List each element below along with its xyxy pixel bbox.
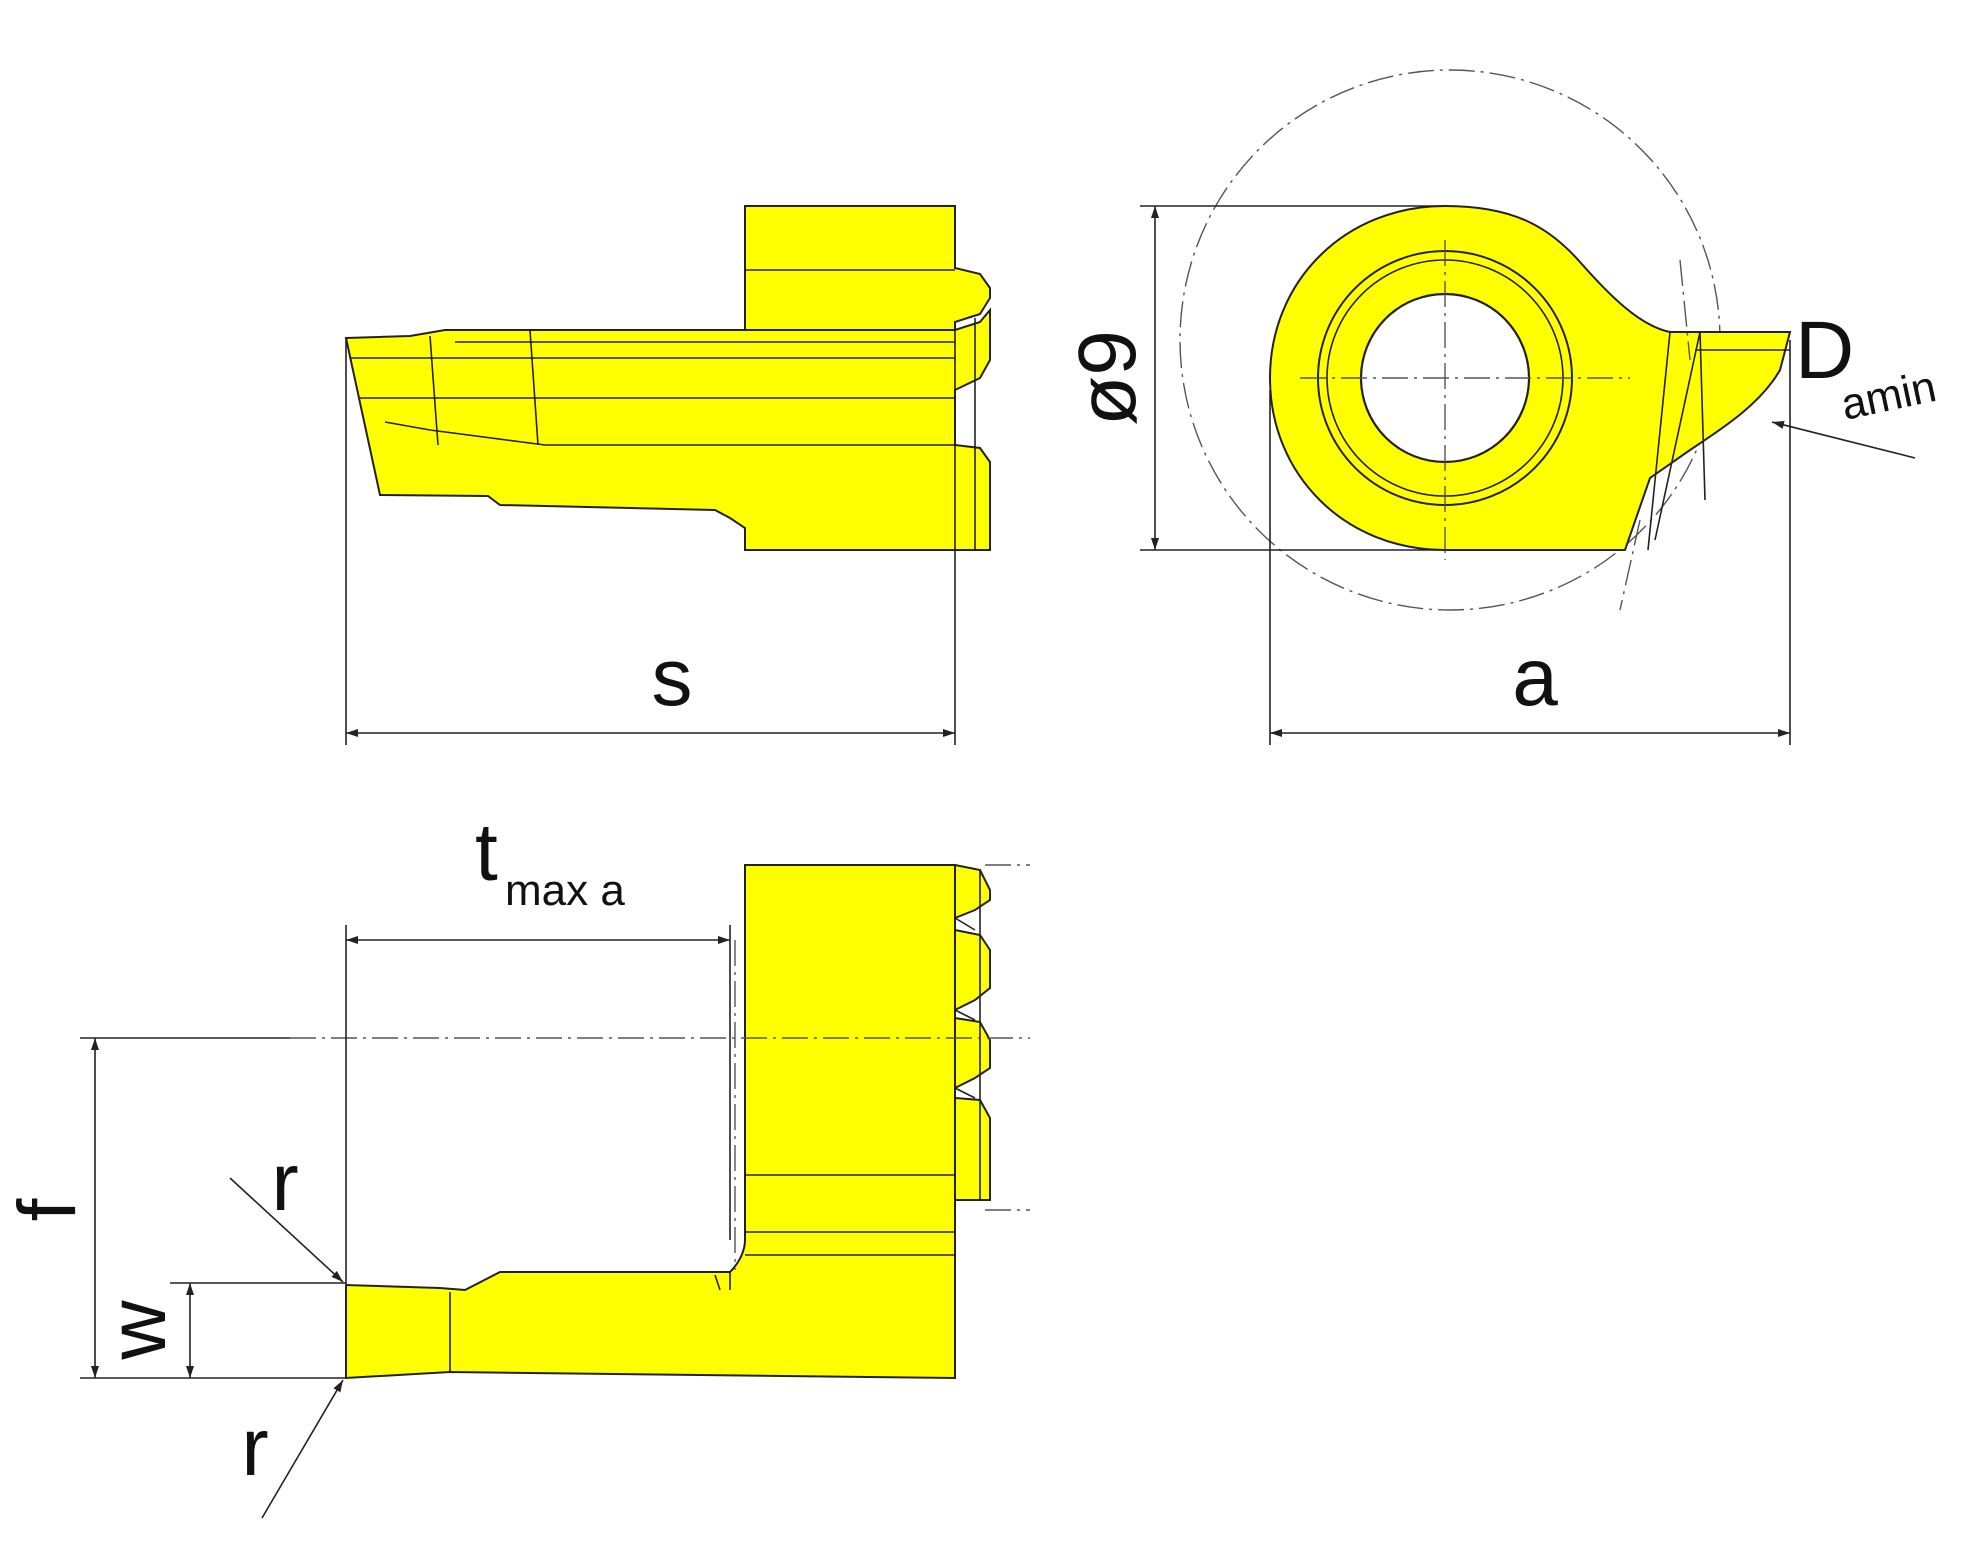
- front-view-edge-centerline: [1679, 259, 1691, 361]
- side-view-edges: [350, 269, 976, 550]
- top-view-serration-edges: [954, 870, 981, 1200]
- side-view: s: [344, 205, 991, 745]
- damin-label-main: D: [1795, 305, 1854, 396]
- r-top-label: r: [271, 1137, 298, 1228]
- top-view-edges: [449, 865, 956, 1378]
- side-view-insert-body: [344, 205, 991, 551]
- front-view: ø9 a D amin: [1062, 69, 1940, 745]
- top-view-serrations: [954, 863, 991, 1201]
- front-view-edge-centerline-low: [1619, 519, 1641, 611]
- r-bottom-label: r: [241, 1402, 268, 1493]
- tmax-label-sub: max a: [505, 866, 625, 915]
- r-bottom-leader: [261, 1379, 344, 1519]
- s-label: s: [652, 632, 693, 723]
- a-label: a: [1512, 632, 1558, 723]
- front-view-edge-lines: [1647, 331, 1790, 551]
- top-view: t max a f w r r: [2, 807, 1030, 1519]
- tmax-label-main: t: [475, 807, 498, 898]
- r-top-leader: [229, 1177, 344, 1283]
- diameter-label: ø9: [1062, 330, 1153, 426]
- w-label: w: [92, 1300, 183, 1361]
- top-view-insert-body: [345, 864, 956, 1380]
- f-label: f: [2, 1198, 93, 1221]
- damin-leader: [1771, 421, 1916, 459]
